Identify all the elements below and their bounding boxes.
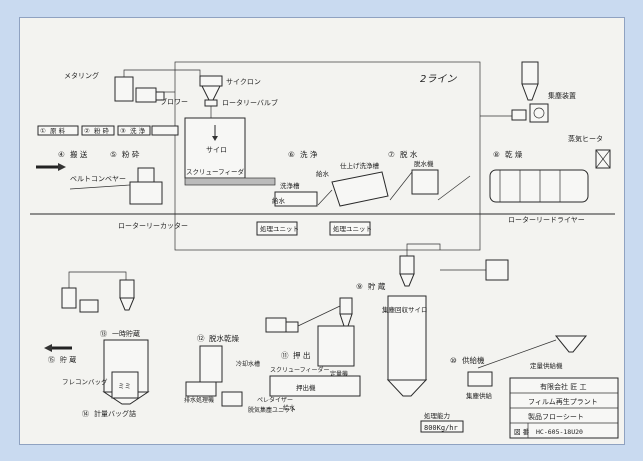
- step-3-num: ③: [120, 127, 126, 135]
- rotary-cutter: [70, 168, 162, 204]
- cyclone-top: [200, 76, 222, 118]
- step-2-num: ②: [84, 127, 90, 135]
- treatment-unit-1-label: 処理ユニット: [260, 224, 299, 233]
- step-11-name: 押 出: [293, 350, 310, 360]
- step-3-name: 洗 浄: [130, 126, 146, 135]
- water-2-label: 給水: [283, 404, 295, 412]
- line2-label: 2ライン: [420, 74, 457, 85]
- dust-collector-label: 集塵装置: [548, 91, 576, 100]
- step-5-num: ⑤: [110, 150, 117, 159]
- step-12-name: 脱水乾燥: [209, 333, 239, 343]
- extruder-label: 押出機: [296, 383, 316, 392]
- dehydrator-label: 脱水機: [414, 159, 434, 168]
- step-14-name: 計量バッグ詰: [94, 409, 136, 418]
- step-10-name: 供給機: [462, 355, 485, 365]
- finish-wash-tank: [332, 172, 388, 206]
- material-feeder: [468, 372, 492, 386]
- screw-feeder: [185, 178, 275, 185]
- title-block: 有限会社 匠 工 フィルム再生プラント 製品フローシート 図 番 HC-605-…: [510, 378, 618, 438]
- step-6-name: 洗 浄: [300, 149, 318, 159]
- dust-collector: [480, 62, 548, 122]
- rotary-dryer-label: ローターリードライヤー: [508, 215, 585, 224]
- dehydrator: [412, 170, 438, 194]
- bagging-cyclone: [62, 272, 134, 312]
- step-5-name: 粉 砕: [122, 149, 140, 159]
- step-14-num: ⑭: [82, 410, 89, 418]
- project-name: フィルム再生プラント: [528, 397, 598, 406]
- waste-treatment-label: 排水処理機: [184, 396, 214, 404]
- upper-step-row: ① 原 料 ② 粉 砕 ③ 洗 浄: [38, 126, 178, 135]
- recovered-silo-label: 集塵回収サイロ: [382, 305, 428, 314]
- step-2-name: 粉 砕: [94, 126, 110, 135]
- water-supply-1-label: 給水: [272, 196, 286, 205]
- finish-wash-label: 仕上げ洗浄槽: [340, 161, 380, 170]
- step-4-name: 搬 送: [70, 149, 88, 159]
- material-feeder-label: 集塵供給: [466, 391, 493, 400]
- water-supply-2-label: 給水: [316, 169, 330, 178]
- silo-label: サイロ: [206, 146, 227, 154]
- rotary-dryer: [490, 170, 588, 202]
- rotary-valve-label: ロータリーバルブ: [222, 98, 278, 107]
- treatment-unit-2-label: 処理ユニット: [333, 224, 372, 233]
- step-13-name: 一時貯蔵: [112, 329, 140, 338]
- step-8-num: ⑧: [493, 150, 500, 159]
- step-1-name: 原 料: [50, 126, 66, 135]
- screw-feeder-2-label: スクリューフィーダー: [270, 366, 330, 374]
- bale-conveyor-label: ベルトコンベヤー: [70, 175, 126, 183]
- step-15-name: 貯 蔵: [60, 355, 76, 364]
- step-7-name: 脱 水: [400, 149, 418, 159]
- step-4-5-row: ④ 搬 送 ⑤ 粉 砕: [58, 149, 140, 159]
- step-6-num: ⑥: [288, 150, 295, 159]
- feeder-label: 定量機: [330, 370, 348, 378]
- step-7-num: ⑦: [388, 150, 395, 159]
- step-11-num: ⑪: [281, 351, 289, 360]
- drawing-number-label: 図 番: [514, 428, 530, 436]
- step-9-name: 貯 蔵: [368, 281, 386, 291]
- cooling-tank-label: 冷却水槽: [236, 360, 260, 368]
- step-10-num: ⑩: [450, 356, 457, 365]
- cyclone-label: サイクロン: [226, 78, 261, 86]
- wash-tank-label: 洗浄槽: [280, 181, 300, 190]
- step-1-num: ①: [40, 127, 46, 135]
- rotary-cutter-label: ローターリーカッター: [118, 221, 188, 230]
- fixed-hopper: [556, 336, 586, 352]
- dewatering-dryer: [200, 346, 222, 382]
- drawing-number: HC-605-18U20: [536, 428, 583, 436]
- screw-feeder-label: スクリューフィーダ: [186, 167, 244, 176]
- flow-rate-label: 処理能力: [424, 411, 450, 420]
- step-15-num: ⑮: [48, 356, 55, 364]
- pelletizer-label: ペレタイザー: [257, 396, 293, 404]
- step-13-num: ⑬: [100, 330, 107, 338]
- step-12-num: ⑫: [197, 334, 205, 343]
- step-8-name: 乾 燥: [505, 149, 523, 159]
- fixed-hopper-label: 定量供給機: [530, 361, 563, 370]
- step-9-num: ⑨: [356, 282, 363, 291]
- steam-heater-label: 蒸気ヒータ: [568, 134, 603, 143]
- step-4-num: ④: [58, 150, 65, 159]
- capacity-value: 800Kg/hr: [424, 424, 458, 432]
- bag-content-label: ミミ: [118, 382, 131, 390]
- blower-label: ブロワー: [160, 97, 188, 106]
- metering-label: メタリング: [64, 71, 99, 80]
- flexible-bag-label: フレコンバッグ: [62, 377, 108, 386]
- company-name: 有限会社 匠 工: [540, 382, 586, 391]
- drawing-title: 製品フローシート: [528, 412, 584, 421]
